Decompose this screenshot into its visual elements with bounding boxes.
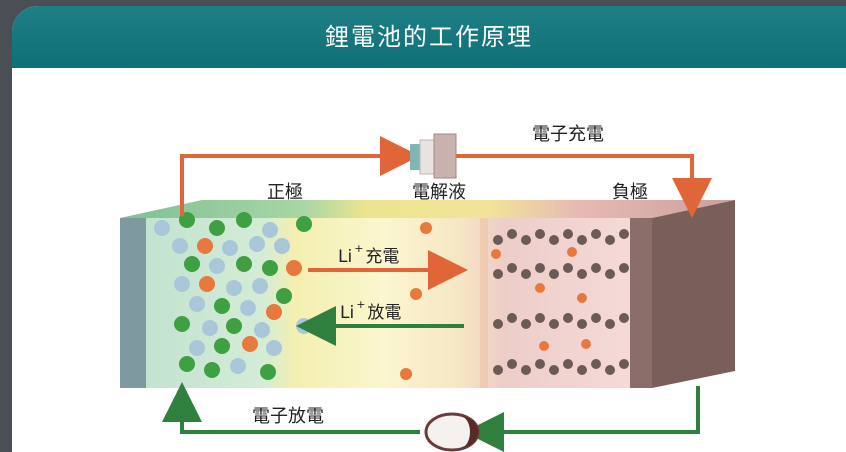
- charge-electron-label: 電子充電: [532, 124, 604, 145]
- load-bulb-icon: [424, 412, 480, 452]
- electrolyte-label: 電解液: [412, 182, 466, 203]
- anode-label: 負極: [612, 182, 648, 203]
- electrolyte-ions: [400, 222, 432, 380]
- anode-graphite: [491, 229, 629, 375]
- cathode-collector: [120, 218, 146, 388]
- anode-side-face: [652, 200, 735, 388]
- li-charge-label: Li+充電: [338, 242, 399, 267]
- page-title: 鋰電池的工作原理: [325, 23, 533, 51]
- charge-circuit-right: [456, 154, 712, 218]
- separator: [480, 218, 488, 388]
- li-charge-prefix: Li: [338, 247, 353, 267]
- li-charge-sup: +: [354, 242, 364, 256]
- anode-collector: [630, 218, 652, 388]
- battery-diagram: [120, 133, 735, 452]
- discharge-circuit-left: [162, 382, 420, 434]
- li-discharge-label: Li+放電: [340, 298, 401, 323]
- discharge-electron-label: 電子放電: [252, 406, 324, 427]
- li-discharge-sup: +: [356, 298, 366, 312]
- li-discharge-prefix: Li: [340, 303, 355, 323]
- charge-circuit-left: [180, 136, 420, 216]
- title-bar: [12, 6, 846, 68]
- power-source-icon: [410, 133, 457, 179]
- cathode-label: 正極: [267, 182, 303, 203]
- discharge-circuit-right: [464, 386, 700, 452]
- battery-top-face: [120, 200, 735, 218]
- li-charge-text: 充電: [365, 247, 400, 267]
- diagram-frame: 鋰電池的工作原理: [12, 6, 846, 452]
- li-discharge-text: 放電: [367, 303, 402, 323]
